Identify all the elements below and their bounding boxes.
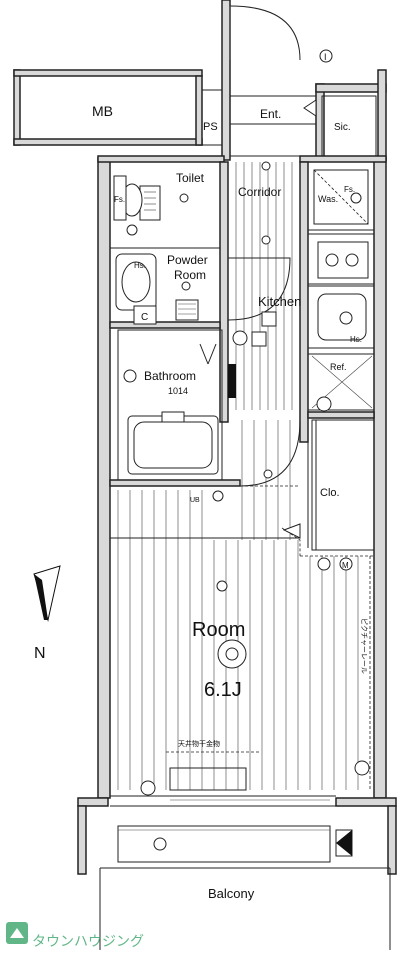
mb-label: MB: [92, 103, 113, 119]
bathroom-label: Bathroom: [144, 369, 196, 383]
hs-powder-mark: Hs.: [134, 261, 146, 270]
exterior-walls: [77, 0, 397, 875]
compass-arrow-icon: [33, 565, 61, 622]
picture-rail-label: ピクチャーレール: [360, 618, 368, 674]
fs-wash-mark: Fs.: [344, 185, 355, 194]
room-label: Room: [192, 619, 245, 641]
room-floor: [110, 420, 359, 790]
washer-fixture: [313, 169, 369, 225]
closet-label: Clo.: [320, 487, 340, 499]
watermark-text: タウンハウジング: [32, 934, 144, 950]
watermark-logo: タウンハウジング: [6, 922, 144, 950]
balcony-label: Balcony: [208, 886, 255, 901]
hs-kitchen-mark: Hs.: [350, 335, 362, 344]
toilet-label: Toilet: [176, 171, 205, 185]
entrance-label: Ent.: [260, 107, 281, 121]
north-label: N: [34, 645, 46, 662]
entrance-area: [229, 5, 377, 157]
toilet-fixture: [113, 175, 189, 236]
fs-mark: Fs.: [114, 195, 125, 204]
ub-mark: UB: [190, 497, 200, 504]
shoe-closet-label: Sic.: [334, 122, 351, 133]
powder-room-label-2: Room: [174, 268, 206, 282]
washer-label: Was.: [318, 194, 338, 204]
ceiling-hanger-label: 天井物干金物: [178, 739, 220, 748]
ceiling-lights: [140, 161, 370, 796]
kitchen-fixtures: [261, 241, 373, 412]
kitchen-label: Kitchen: [258, 294, 301, 309]
room-size-label: 6.1J: [204, 679, 242, 701]
basin-fixture: [115, 253, 199, 325]
ps-label: PS: [203, 121, 218, 133]
mb-block: [13, 69, 225, 146]
refrigerator-label: Ref.: [330, 362, 347, 372]
powder-room-label-1: Powder: [167, 253, 208, 267]
bathroom-size-label: 1014: [168, 386, 188, 396]
corridor-label: Corridor: [238, 185, 281, 199]
corridor-floor: [235, 162, 293, 410]
bathtub-fixture: [123, 330, 267, 475]
doors: [227, 257, 374, 790]
interior-walls: [109, 161, 375, 551]
c-mark: C: [141, 312, 148, 323]
m-mark: M: [342, 561, 349, 570]
balcony-door: [110, 795, 336, 807]
balcony-area: [99, 825, 391, 950]
ceiling-hanger: [166, 751, 260, 791]
intercom-mark: I: [324, 52, 327, 62]
